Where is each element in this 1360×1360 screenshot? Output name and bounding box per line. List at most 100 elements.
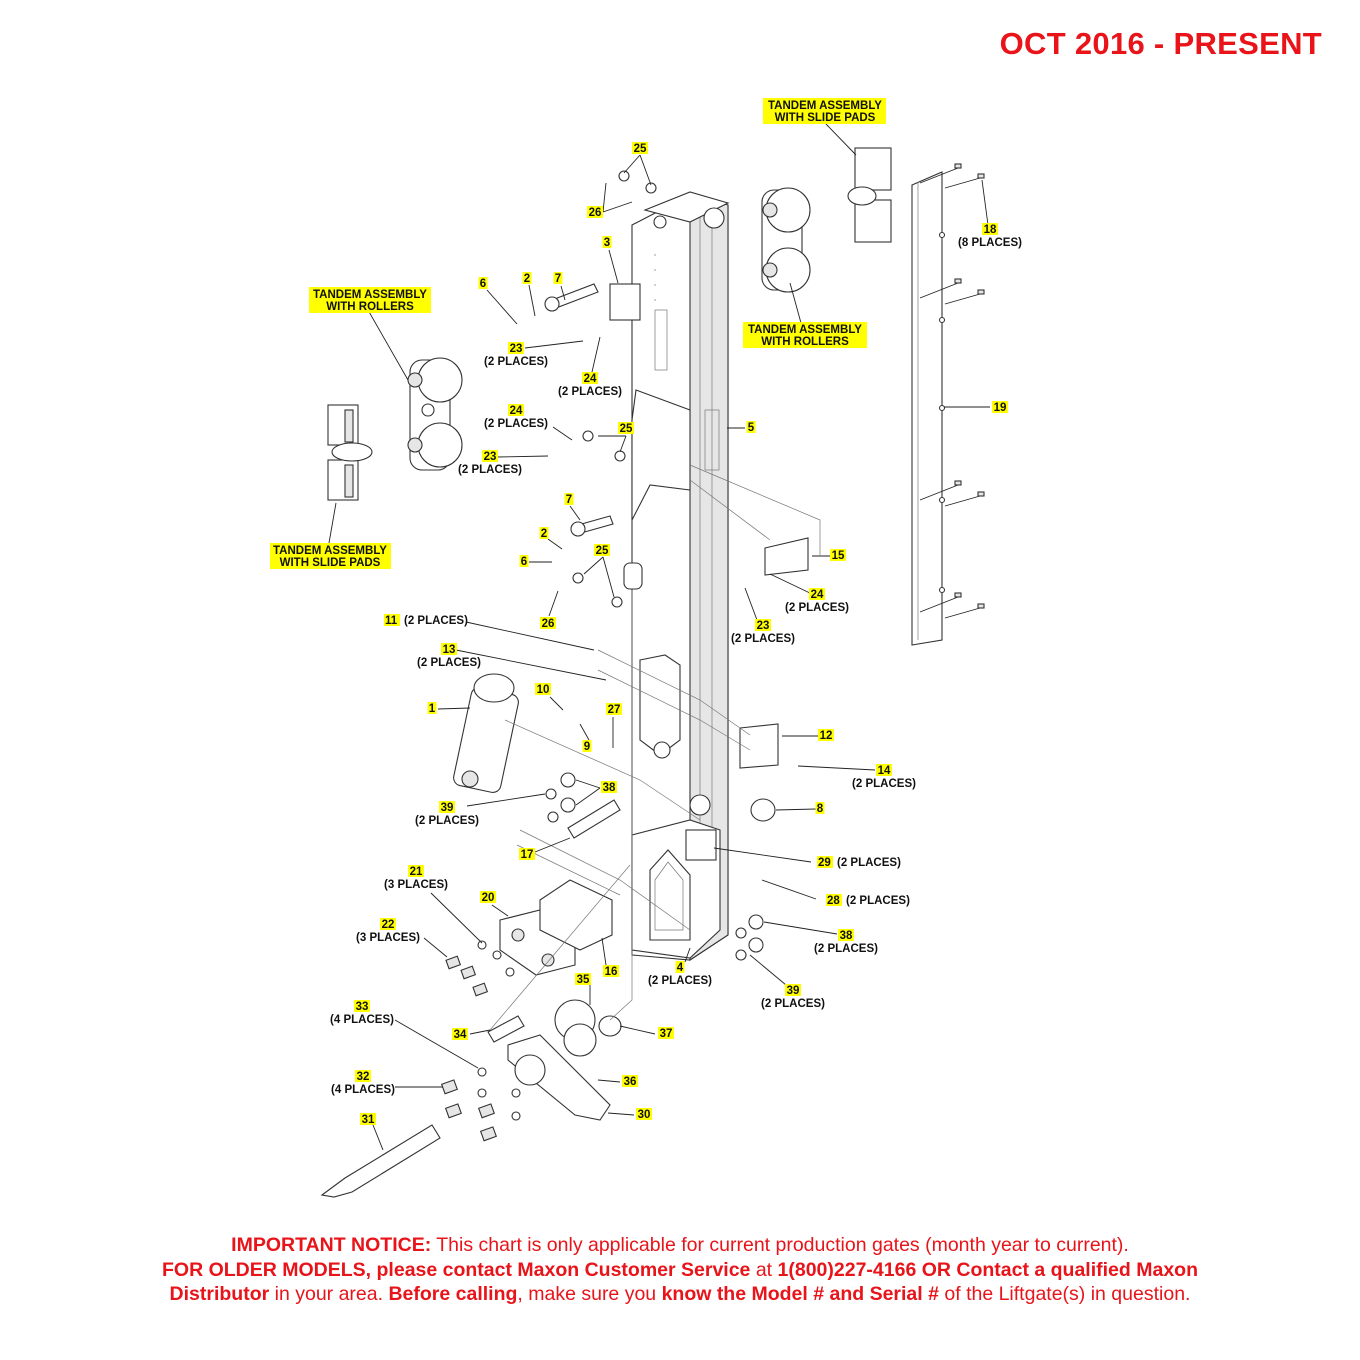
part-number: 23 <box>510 343 523 355</box>
part-number: 17 <box>521 849 534 861</box>
part-number-highlight <box>601 781 617 793</box>
part-label-21: 21(3 PLACES) <box>384 865 448 891</box>
part-label-28: 28(2 PLACES) <box>826 894 910 907</box>
part-number: 10 <box>537 684 550 696</box>
part-label-23: 23(2 PLACES) <box>458 450 522 476</box>
part-number-highlight <box>508 404 524 416</box>
part-quantity: (2 PLACES) <box>458 464 522 476</box>
part-number-highlight <box>582 372 598 384</box>
notice-important-label: IMPORTANT NOTICE: <box>231 1234 432 1256</box>
part-number-highlight <box>622 1075 638 1087</box>
part-quantity: (3 PLACES) <box>384 879 448 891</box>
part-number-highlight <box>482 450 498 462</box>
part-label-6: 6 <box>519 555 529 568</box>
part-number-highlight <box>603 965 619 977</box>
part-quantity: (8 PLACES) <box>958 237 1022 249</box>
tandem-rollers-right-line1: TANDEM ASSEMBLY <box>748 324 862 336</box>
notice-line1-text: This chart is only applicable for curren… <box>431 1234 1129 1256</box>
part-label-36: 36 <box>622 1075 638 1088</box>
part-number-highlight <box>380 918 396 930</box>
part-number: 31 <box>362 1114 375 1126</box>
notice-line3-text-b: , make sure you <box>517 1283 662 1305</box>
part-number: 26 <box>589 207 602 219</box>
part-label-23: 23(2 PLACES) <box>731 619 795 645</box>
part-number-highlight <box>606 703 622 715</box>
part-number: 21 <box>410 866 423 878</box>
part-label-14: 14(2 PLACES) <box>852 764 916 790</box>
part-number-highlight <box>452 1028 468 1040</box>
part-number: 4 <box>677 962 684 974</box>
part-number-highlight <box>384 614 400 626</box>
part-number: 13 <box>443 644 456 656</box>
part-quantity: (2 PLACES) <box>785 602 849 614</box>
part-number-highlight <box>519 848 535 860</box>
notice-phone: 1(800)227-4166 OR Contact a qualified Ma… <box>777 1259 1198 1281</box>
component-drawings <box>320 170 809 1198</box>
part-label-33: 33(4 PLACES) <box>330 1000 394 1026</box>
part-number-highlight <box>594 544 610 556</box>
part-number-highlight <box>564 493 574 505</box>
part-number: 7 <box>555 273 561 285</box>
part-number-highlight <box>982 223 998 235</box>
part-number: 11 <box>385 615 398 627</box>
part-label-34: 34 <box>452 1028 468 1041</box>
part-number-highlight <box>826 894 842 906</box>
part-number: 18 <box>984 224 997 236</box>
part-number-highlight <box>632 142 648 154</box>
part-number-highlight <box>441 643 457 655</box>
callout-boxes <box>270 98 886 569</box>
part-number-highlight <box>408 865 424 877</box>
part-number: 24 <box>584 373 597 385</box>
part-label-37: 37 <box>658 1027 674 1040</box>
main-frame-drawing <box>631 191 730 962</box>
part-number-highlight <box>508 342 524 354</box>
part-quantity: (2 PLACES) <box>415 815 479 827</box>
part-number-highlight <box>838 929 854 941</box>
part-label-25: 25 <box>594 544 610 557</box>
part-number-highlight <box>809 588 825 600</box>
part-number: 27 <box>608 704 621 716</box>
part-number: 35 <box>577 974 590 986</box>
part-number: 5 <box>748 422 755 434</box>
tandem-rollers-right-drawing <box>761 187 811 293</box>
part-number: 24 <box>510 405 523 417</box>
part-number: 14 <box>878 765 891 777</box>
part-number-highlight <box>519 555 529 567</box>
part-number-highlight <box>876 764 892 776</box>
part-number: 22 <box>382 919 395 931</box>
part-number-highlight <box>785 984 801 996</box>
tandem-slide-left-line1: TANDEM ASSEMBLY <box>273 545 387 557</box>
part-label-7: 7 <box>564 493 574 506</box>
part-label-24: 24(2 PLACES) <box>785 588 849 614</box>
part-number: 39 <box>787 985 800 997</box>
part-number-highlight <box>540 617 556 629</box>
part-number: 32 <box>357 1071 370 1083</box>
part-label-18: 18(8 PLACES) <box>958 223 1022 249</box>
part-label-19: 19 <box>992 401 1008 414</box>
part-label-38: 38(2 PLACES) <box>814 929 878 955</box>
part-number: 20 <box>482 892 495 904</box>
part-quantity: (2 PLACES) <box>417 657 481 669</box>
part-quantity: (2 PLACES) <box>814 943 878 955</box>
part-number-highlight <box>439 801 455 813</box>
part-label-3: 3 <box>602 236 612 249</box>
part-quantity: (2 PLACES) <box>484 356 548 368</box>
tandem-rollers-left-line2: WITH ROLLERS <box>326 301 414 313</box>
part-number: 2 <box>524 273 530 285</box>
notice-line-2: FOR OLDER MODELS, please contact Maxon C… <box>0 1258 1360 1282</box>
part-number: 30 <box>638 1109 651 1121</box>
part-number-highlight <box>817 856 833 868</box>
part-number-highlight <box>355 1070 371 1082</box>
part-number: 25 <box>620 423 633 435</box>
part-number: 23 <box>757 620 770 632</box>
tandem-slide-right-line2: WITH SLIDE PADS <box>775 112 876 124</box>
part-number-highlight <box>818 729 834 741</box>
part-label-4: 4(2 PLACES) <box>648 961 712 987</box>
part-number-highlight <box>636 1108 652 1120</box>
part-label-24: 24(2 PLACES) <box>558 372 622 398</box>
tandem-slide-left-drawing <box>327 404 373 501</box>
part-label-35: 35 <box>575 973 591 986</box>
part-label-39: 39(2 PLACES) <box>415 801 479 827</box>
part-number-highlight <box>746 421 756 433</box>
part-label-6: 6 <box>478 277 488 290</box>
